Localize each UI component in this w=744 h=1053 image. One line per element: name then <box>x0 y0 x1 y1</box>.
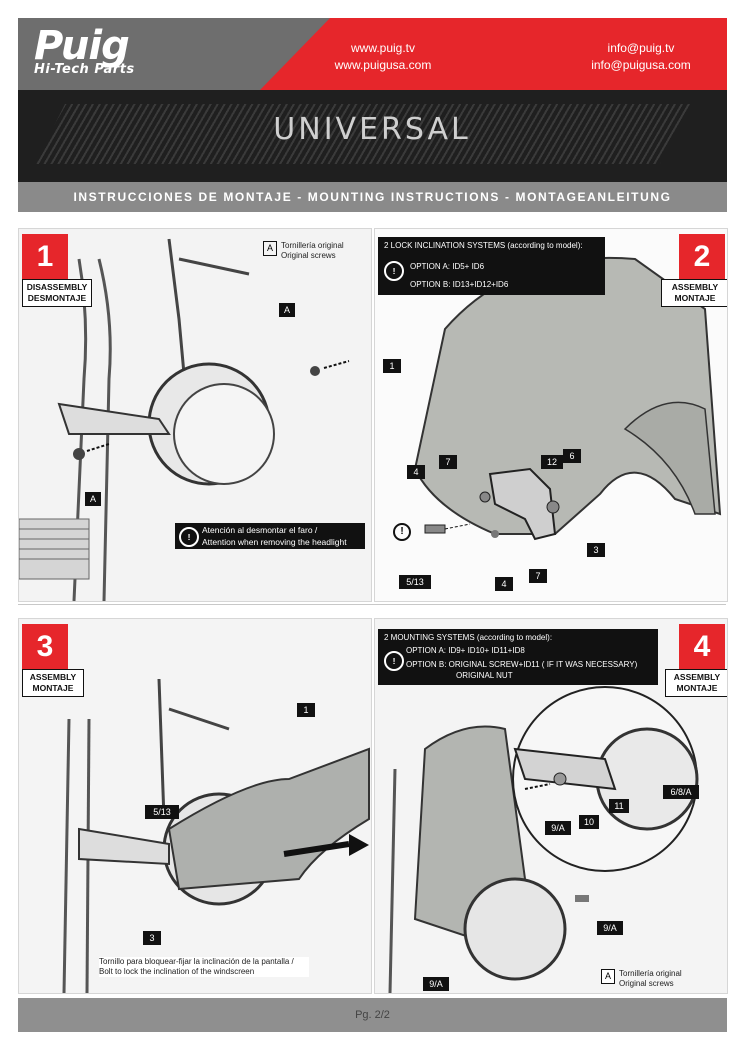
web-link-2[interactable]: www.puigusa.com <box>334 58 432 72</box>
step2-tag-4a: 4 <box>407 465 425 479</box>
step1-warning: ! Atención al desmontar el faro / Attent… <box>175 523 365 549</box>
step4-label-es: MONTAJE <box>676 683 718 693</box>
step4-tag-9a-3: 9/A <box>423 977 449 991</box>
mail-links: info@puig.tv info@puigusa.com <box>576 40 706 74</box>
warning-icon: ! <box>384 261 404 281</box>
step1-tag-a-right: A <box>279 303 295 317</box>
systems-title: 2 LOCK INCLINATION SYSTEMS (according to… <box>384 241 583 250</box>
step3-note: Tornillo para bloquear-fijar la inclinac… <box>99 957 309 977</box>
step3-panel: 3 ASSEMBLY MONTAJE 1 5/13 3 Tornillo par… <box>18 618 372 994</box>
brand-name: Puig <box>34 23 130 69</box>
step4-tag-11: 11 <box>609 799 629 813</box>
legend-text: Tornillería original Original screws <box>619 969 719 989</box>
step2-tag-7a: 7 <box>439 455 457 469</box>
step2-tag-1: 1 <box>383 359 401 373</box>
warning-line-es: Atención al desmontar el faro / <box>202 525 318 535</box>
step4-tag-10: 10 <box>579 815 599 829</box>
legend-text: Tornillería original Original screws <box>281 241 371 261</box>
legend-line-es: Tornillería original <box>619 969 682 978</box>
step1-panel: 1 DISASSEMBLY DESMONTAJE A Tornillería o… <box>18 228 372 602</box>
step3-label-en: ASSEMBLY <box>29 672 77 682</box>
systems-title: 2 MOUNTING SYSTEMS (according to model): <box>384 633 553 642</box>
mail-link-2[interactable]: info@puigusa.com <box>591 58 691 72</box>
step4-tag-6-8-a: 6/8/A <box>663 785 699 799</box>
warning-icon: ! <box>384 651 404 671</box>
step4-tag-9a-1: 9/A <box>545 821 571 835</box>
caution-icon: ! <box>393 523 411 541</box>
web-link-1[interactable]: www.puig.tv <box>350 41 416 55</box>
option-b: OPTION B: ORIGINAL SCREW+ID11 ( IF IT WA… <box>406 660 638 669</box>
step2-panel: 2 ASSEMBLY MONTAJE 2 LOCK INCLINATION SY… <box>374 228 728 602</box>
step4-label: ASSEMBLY MONTAJE <box>665 669 727 697</box>
warning-text: Atención al desmontar el faro / Attentio… <box>202 524 367 548</box>
step3-illustration <box>19 619 371 993</box>
step2-tag-6: 6 <box>563 449 581 463</box>
step1-tag-a-left: A <box>85 492 101 506</box>
mail-link-1[interactable]: info@puig.tv <box>607 41 675 55</box>
page-title: UNIVERSAL <box>273 112 471 147</box>
step3-note-es: Tornillo para bloquear-fijar la inclinac… <box>99 957 294 966</box>
legend-line-en: Original screws <box>619 979 674 988</box>
footer-page-number: Pg. 2/2 <box>18 998 727 1032</box>
header-red-band <box>260 18 727 90</box>
legend-line-en: Original screws <box>281 251 336 260</box>
step2-tag-7b: 7 <box>529 569 547 583</box>
legend-key: A <box>601 969 615 984</box>
step2-label-es: MONTAJE <box>674 293 716 303</box>
step1-label: DISASSEMBLY DESMONTAJE <box>22 279 92 307</box>
option-a: OPTION A: ID5+ ID6 <box>410 262 485 271</box>
step2-systems-box: 2 LOCK INCLINATION SYSTEMS (according to… <box>378 237 605 295</box>
step2-number: 2 <box>679 234 725 280</box>
step3-label: ASSEMBLY MONTAJE <box>22 669 84 697</box>
warning-icon: ! <box>179 527 199 547</box>
step4-label-en: ASSEMBLY <box>673 672 721 682</box>
step3-number: 3 <box>22 624 68 670</box>
brand-logo: Puig Hi-Tech Parts <box>34 26 135 77</box>
option-b-2: ORIGINAL NUT <box>456 671 513 680</box>
step4-number: 4 <box>679 624 725 670</box>
step2-tag-12: 12 <box>541 455 563 469</box>
step4-tag-9a-2: 9/A <box>597 921 623 935</box>
section-divider <box>18 604 726 605</box>
warning-line-en: Attention when removing the headlight <box>202 537 347 547</box>
option-a: OPTION A: ID9+ ID10+ ID11+ID8 <box>406 646 525 655</box>
step4-illustration <box>375 619 727 993</box>
step3-label-es: MONTAJE <box>32 683 74 693</box>
option-b: OPTION B: ID13+ID12+ID6 <box>410 280 509 289</box>
instructions-bar: INSTRUCCIONES DE MONTAJE - MOUNTING INST… <box>18 182 727 212</box>
step4-systems-box: 2 MOUNTING SYSTEMS (according to model):… <box>378 629 658 685</box>
step1-label-es: DESMONTAJE <box>27 293 87 303</box>
step3-tag-1: 1 <box>297 703 315 717</box>
step1-number: 1 <box>22 234 68 280</box>
step2-tag-3: 3 <box>587 543 605 557</box>
brand-subtitle: Hi-Tech Parts <box>34 62 135 77</box>
step2-label-en: ASSEMBLY <box>671 282 719 292</box>
step2-label: ASSEMBLY MONTAJE <box>661 279 727 307</box>
legend-line-es: Tornillería original <box>281 241 344 250</box>
legend-key: A <box>263 241 277 256</box>
step3-tag-5-13: 5/13 <box>145 805 179 819</box>
step1-label-en: DISASSEMBLY <box>26 282 88 292</box>
step3-note-en: Bolt to lock the inclination of the wind… <box>99 967 255 976</box>
web-links: www.puig.tv www.puigusa.com <box>318 40 448 74</box>
step3-tag-3: 3 <box>143 931 161 945</box>
step4-panel: 4 ASSEMBLY MONTAJE 2 MOUNTING SYSTEMS (a… <box>374 618 728 994</box>
title-hatch <box>35 104 690 164</box>
step2-tag-5-13: 5/13 <box>399 575 431 589</box>
step2-tag-4b: 4 <box>495 577 513 591</box>
